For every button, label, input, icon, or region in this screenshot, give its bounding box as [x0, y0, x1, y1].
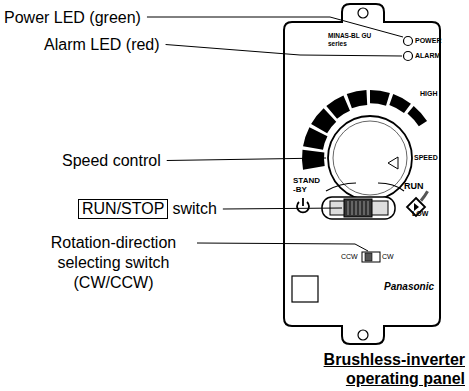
switch-position-label: RUN	[404, 181, 424, 192]
standby-symbol	[302, 198, 304, 206]
knob-pointer	[388, 157, 398, 169]
leader-line	[197, 243, 368, 251]
scale-segment	[347, 90, 367, 108]
callout-label: Power LED (green)	[4, 8, 141, 27]
scale-label: SPEED	[414, 154, 438, 162]
caption: Brushless-inverter operating panel	[324, 351, 465, 387]
switch-thumb	[344, 199, 372, 217]
leader-lines	[147, 17, 403, 251]
thumb-rib	[360, 201, 361, 215]
scale-label: HIGH	[420, 90, 438, 98]
led-label: POWER	[415, 37, 441, 45]
direction-label: CW	[382, 253, 394, 261]
run-symbol	[414, 203, 419, 211]
leader-line	[166, 45, 402, 57]
speed-scale	[302, 90, 429, 202]
callout-label: Alarm LED (red)	[44, 35, 160, 54]
leader-line	[167, 158, 326, 161]
direction-switch	[362, 252, 380, 262]
switch-marking	[326, 183, 356, 191]
thumb-rib	[352, 201, 353, 215]
leader-line	[223, 208, 342, 209]
boxed-label-text: RUN/STOP	[82, 200, 164, 217]
scale-segment	[326, 95, 350, 118]
mounting-hole	[358, 8, 368, 18]
mounting-hole	[358, 330, 368, 340]
thumb-rib	[348, 201, 349, 215]
blank-square	[292, 276, 318, 302]
switch-ribs	[348, 201, 368, 215]
direction-label: CCW	[341, 253, 358, 261]
led-label: ALARM	[415, 52, 440, 60]
callout-label: switch	[172, 200, 216, 218]
alarm-led	[404, 52, 413, 61]
power-led	[404, 37, 413, 46]
thumb-rib	[368, 201, 369, 215]
direction-switch-thumb	[365, 253, 372, 261]
scale-segment	[420, 191, 429, 202]
switch-marking	[378, 183, 404, 191]
switch-position-label: STAND -BY	[293, 176, 323, 194]
scale-segment	[407, 106, 427, 126]
scale-segment	[389, 94, 411, 113]
model-label: MINAS-BL GU series	[328, 32, 374, 47]
thumb-rib	[364, 201, 365, 215]
boxed-label: RUN/STOP	[78, 199, 168, 219]
scale-segment	[302, 150, 325, 170]
callout-label: Rotation-direction selecting switch (CW/…	[36, 233, 191, 293]
scale-label: LOW	[412, 210, 428, 218]
scale-segment	[370, 90, 390, 106]
caption-block: Brushless-inverter operating panel	[265, 350, 465, 388]
speed-knob	[328, 116, 412, 200]
thumb-rib	[356, 201, 357, 215]
callout-label: Speed control	[62, 151, 161, 170]
brand-label: Panasonic	[384, 281, 434, 293]
